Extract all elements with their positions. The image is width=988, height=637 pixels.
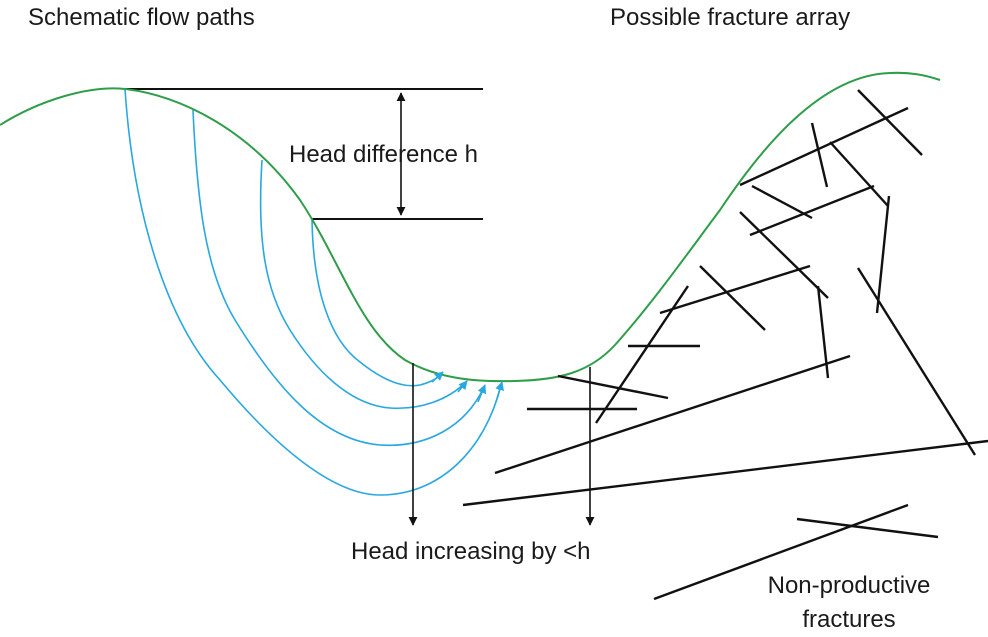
- fracture: [557, 374, 669, 400]
- fracture: [462, 439, 988, 507]
- fracture: [810, 122, 829, 188]
- fracture-array: [462, 89, 988, 601]
- fracture: [751, 184, 813, 220]
- non-productive-fracture: [653, 503, 909, 601]
- flow-arrowheads: [431, 371, 504, 403]
- fracture: [856, 267, 977, 456]
- fracture: [749, 184, 875, 237]
- head-difference-label: Head difference h: [289, 141, 478, 168]
- fracture: [699, 265, 766, 331]
- fracture: [857, 89, 923, 156]
- fracture: [595, 285, 689, 424]
- topographic-surface: [0, 71, 941, 383]
- fracture: [739, 106, 909, 187]
- flow-path-4: [311, 218, 443, 387]
- left-title: Schematic flow paths: [28, 4, 255, 31]
- flow-arrow-4: [431, 371, 444, 383]
- flow-path-3: [259, 159, 467, 410]
- head-increasing-label: Head increasing by <h: [351, 538, 590, 565]
- fracture: [659, 264, 811, 315]
- flow-arrow-1: [495, 381, 504, 403]
- flow-arrow-3: [457, 380, 468, 393]
- flow-arrow-2: [477, 384, 487, 403]
- fracture: [739, 211, 829, 299]
- flow-path-1: [124, 88, 502, 496]
- fracture: [829, 141, 889, 207]
- flow-paths: [124, 88, 502, 496]
- non-productive-label-line1: Non-productive: [768, 572, 931, 599]
- right-title: Possible fracture array: [610, 4, 850, 31]
- non-productive-fracture: [796, 517, 939, 539]
- flow-path-2: [192, 109, 485, 447]
- fracture: [875, 195, 891, 314]
- non-productive-label-line2: fractures: [802, 606, 895, 633]
- fracture: [494, 354, 851, 475]
